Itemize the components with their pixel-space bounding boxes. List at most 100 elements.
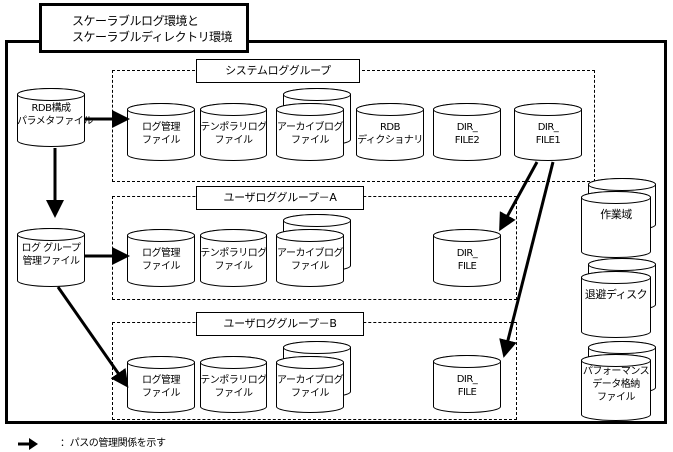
file-label: DIR_ FILE1: [514, 121, 582, 147]
database-cylinder-icon: [16, 228, 86, 287]
file-label: ログ管理ファイル: [127, 374, 195, 400]
file-label: 作業域: [581, 208, 651, 221]
sys-temporary-log-file: テンポラリログファイル: [199, 103, 268, 161]
file-label: ログ管理ファイル: [127, 121, 195, 147]
file-label: ログ グループ 管理ファイル: [17, 242, 85, 268]
dir-file2: DIR_FILE2: [432, 103, 502, 161]
file-label-line: ファイル: [214, 261, 254, 272]
file-label-line: 作業域: [600, 208, 632, 221]
arrow-dir-file1-to-user-a-dir: [499, 161, 539, 232]
file-label-line: パフォーマンス: [582, 366, 650, 377]
environment-frame: [5, 40, 667, 424]
cylinder-top: [16, 228, 86, 241]
file-label: テンポラリログファイル: [200, 374, 267, 400]
cylinder-top: [16, 88, 86, 101]
cylinder-top: [282, 214, 352, 227]
file-label-line: RDB: [379, 122, 401, 133]
cylinder-top: [199, 356, 268, 369]
cylinder-top: [587, 258, 657, 271]
user-b-dir-file: DIR_FILE: [432, 355, 502, 413]
user-log-group-b-label: ユーザロググループ－B: [196, 312, 364, 336]
file-label-line: DIR_: [537, 122, 559, 133]
file-label-line: ファイル: [597, 392, 636, 403]
cylinder-top: [355, 103, 425, 116]
database-cylinder-icon: [126, 356, 196, 413]
arrow-log-group-mgmt-to-user-b: [56, 286, 129, 388]
database-cylinder-icon: [580, 258, 657, 338]
file-label-line: アーカイブログ: [277, 122, 343, 133]
cylinder-top: [432, 355, 502, 368]
user-b-temporary-log-file: テンポラリログファイル: [199, 356, 268, 413]
file-label-line: FILE: [457, 261, 477, 272]
title-line-2: スケーラブルディレクトリ環境: [72, 30, 233, 44]
file-label-line: テンポラリログ: [200, 248, 267, 259]
file-label-line: DIR_: [456, 122, 478, 133]
file-label: ログ管理ファイル: [127, 247, 195, 273]
cylinder-top: [282, 341, 352, 354]
database-cylinder-icon: [275, 214, 352, 287]
cylinder-top: [580, 354, 652, 367]
cylinder-top: [275, 356, 345, 369]
cylinder-top: [282, 88, 352, 101]
sys-archive-log-file: アーカイブログファイル: [275, 88, 352, 161]
rdb-config-param-file: RDB構成 パラメタファイル: [16, 88, 93, 147]
user-a-log-mgmt-file: ログ管理ファイル: [126, 229, 196, 287]
cylinder-top: [126, 356, 196, 369]
file-label: RDB構成 パラメタファイル: [17, 102, 93, 128]
cylinder-top: [275, 229, 345, 242]
file-label-line: ファイル: [142, 261, 181, 272]
database-cylinder-icon: [432, 229, 502, 287]
file-label-line: ディクショナリ: [357, 135, 423, 146]
file-label-line: 管理ファイル: [22, 256, 81, 267]
file-label-line: ファイル: [214, 388, 254, 399]
performance-data-file: パフォーマンス データ格納 ファイル: [580, 341, 658, 421]
file-label-line: FILE1: [535, 135, 561, 146]
system-log-group-label: システムロググループ: [196, 59, 360, 83]
user-b-log-mgmt-file: ログ管理ファイル: [126, 356, 196, 413]
cylinder-top: [199, 229, 268, 242]
file-label: RDB ディクショナリ: [356, 121, 424, 147]
file-label-line: データ格納: [592, 379, 640, 390]
file-label: DIR_FILE: [433, 247, 501, 273]
file-label-line: テンポラリログ: [200, 375, 267, 386]
cylinder-top: [432, 229, 502, 242]
sys-log-mgmt-file: ログ管理ファイル: [126, 103, 196, 161]
file-label: DIR_FILE: [433, 373, 501, 399]
work-area: 作業域: [580, 178, 658, 258]
user-log-group-a-label: ユーザロググループ－A: [196, 186, 364, 210]
file-label-line: ログ管理: [142, 375, 181, 386]
database-cylinder-icon: [432, 103, 502, 161]
file-label: DIR_FILE2: [433, 121, 501, 147]
file-label: アーカイブログファイル: [276, 247, 344, 273]
database-cylinder-icon: [126, 103, 196, 161]
file-label: アーカイブログファイル: [276, 374, 344, 400]
log-group-mgmt-file: ログ グループ 管理ファイル: [16, 228, 86, 287]
database-cylinder-icon: [199, 103, 268, 161]
rdb-dictionary: RDB ディクショナリ: [355, 103, 425, 161]
title-line-1: スケーラブルログ環境と: [72, 14, 199, 28]
file-label-line: アーカイブログ: [277, 375, 343, 386]
cylinder-top: [126, 103, 196, 116]
diagram-title-box: スケーラブルログ環境と スケーラブルディレクトリ環境: [39, 3, 249, 53]
legend-text: ：パスの管理関係を示す: [60, 438, 166, 449]
cylinder-top: [580, 191, 652, 204]
database-cylinder-icon: [275, 88, 352, 161]
cylinder-top: [513, 103, 583, 116]
database-cylinder-icon: [580, 341, 657, 421]
file-label-line: ファイル: [291, 135, 330, 146]
cylinder-top: [587, 178, 657, 191]
file-label: 退避ディスク: [581, 288, 651, 301]
file-label-line: ファイル: [291, 388, 330, 399]
file-label-line: ファイル: [291, 261, 330, 272]
file-label-line: ログ管理: [142, 248, 181, 259]
file-label-line: ファイル: [142, 388, 181, 399]
file-label-line: パラメタファイル: [17, 116, 93, 127]
database-cylinder-icon: [199, 356, 268, 413]
file-label: テンポラリログファイル: [200, 247, 267, 273]
cylinder-top: [126, 229, 196, 242]
database-cylinder-icon: [432, 355, 502, 413]
file-label-line: ファイル: [142, 135, 181, 146]
database-cylinder-icon: [126, 229, 196, 287]
file-label-line: アーカイブログ: [277, 248, 343, 259]
